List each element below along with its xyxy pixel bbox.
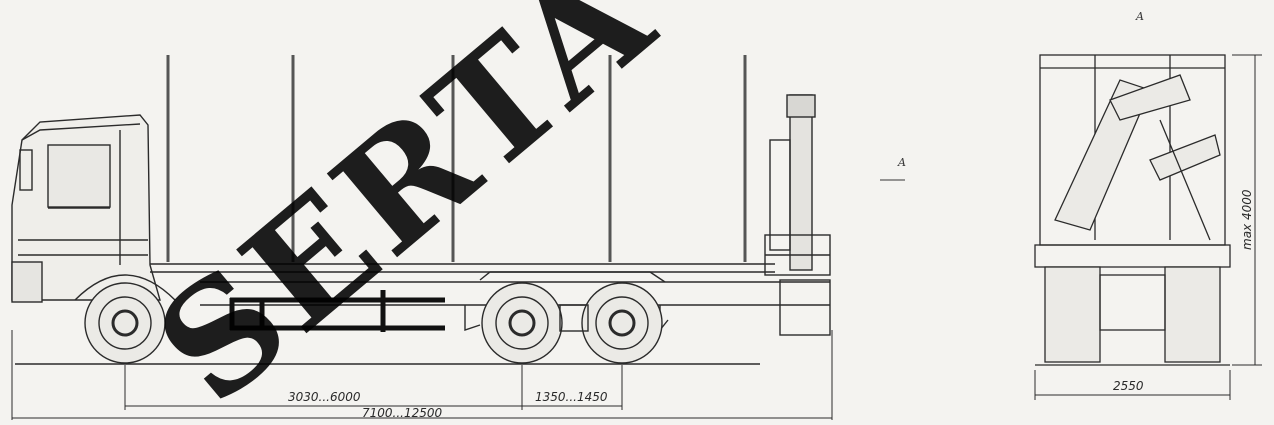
front-wheel [74, 274, 176, 364]
rear-view [1034, 54, 1231, 366]
rear-dimensions [1034, 54, 1262, 400]
side-dimensions [11, 330, 833, 420]
log-stanchions [166, 55, 747, 262]
rear-crane-boom [1054, 74, 1221, 241]
rear-width-dimension: 2550 [1113, 379, 1144, 393]
side-view [11, 55, 831, 365]
axle-housing [559, 304, 589, 332]
watermark: SERTA [125, 0, 686, 425]
wheelbase-dimension: 3030...6000 [288, 390, 361, 404]
fuel-tank [229, 290, 445, 332]
rear-wheel-2 [581, 282, 663, 364]
crane-column [764, 94, 831, 336]
axle-spacing-dimension: 1350...1450 [535, 390, 608, 404]
section-marker: A [897, 156, 906, 169]
overall-length-dimension: 7100...12500 [362, 406, 443, 420]
rear-height-dimension: max 4000 [1240, 189, 1254, 250]
rear-view-title: A [1135, 10, 1144, 23]
truck-cab [11, 114, 161, 303]
rear-wheel-1 [481, 282, 563, 364]
